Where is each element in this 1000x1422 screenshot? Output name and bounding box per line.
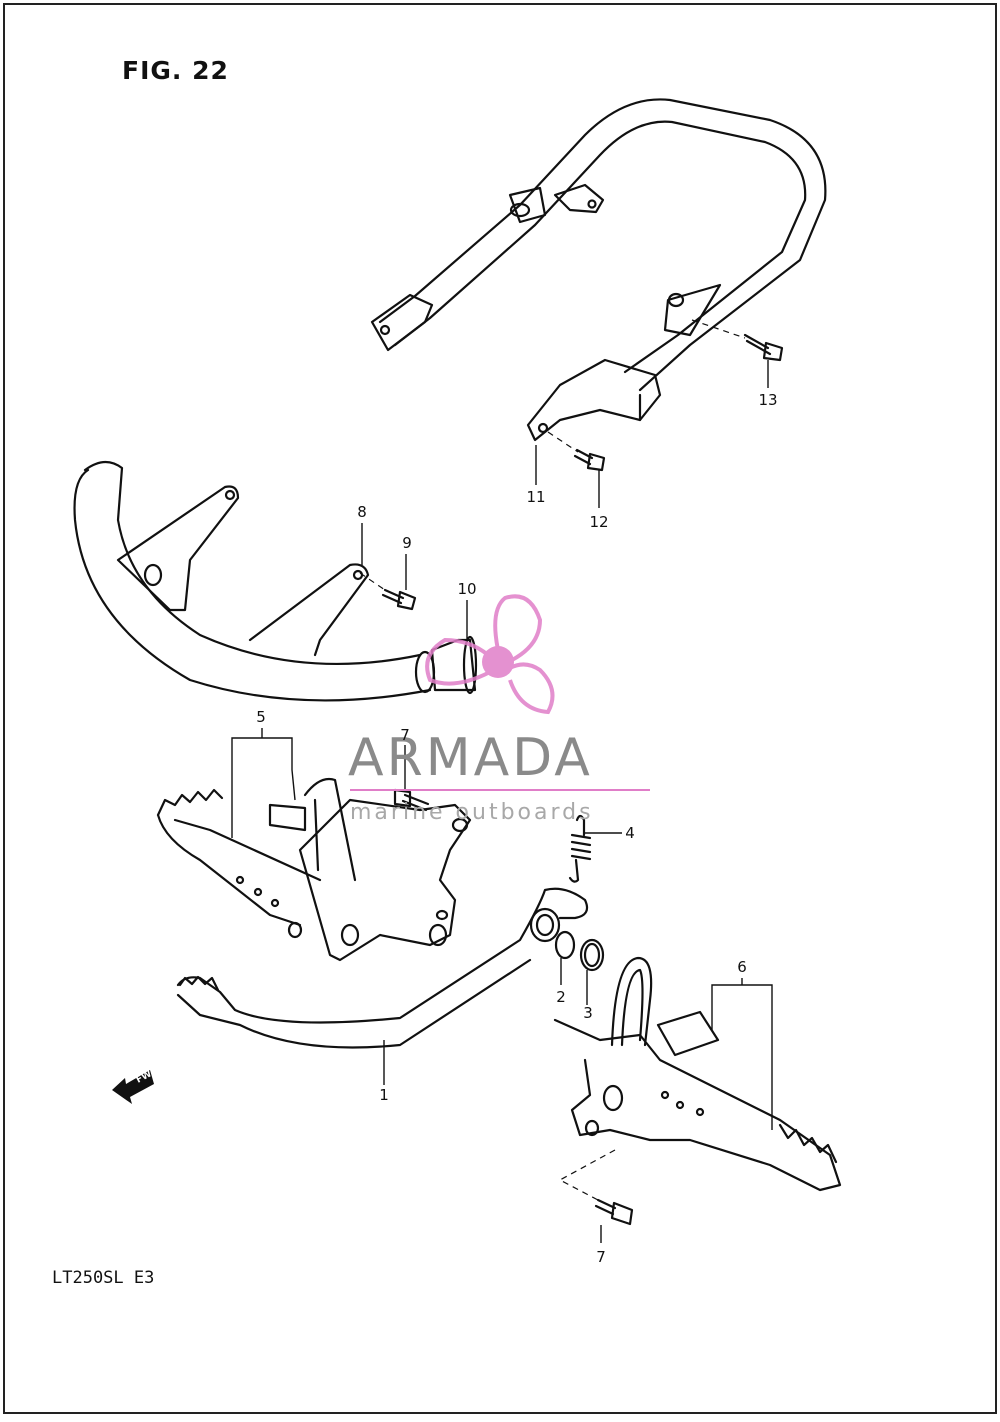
guide-line <box>691 319 746 339</box>
bolt-7-upper <box>393 788 430 812</box>
bolt-12 <box>573 448 606 472</box>
callout-11: 11 <box>526 488 546 506</box>
callout-3: 3 <box>583 1004 593 1022</box>
callout-9: 9 <box>402 534 412 552</box>
washer-2 <box>554 930 576 960</box>
guide-line <box>558 1149 616 1201</box>
callout-7-upper: 7 <box>400 726 410 744</box>
callout-5: 5 <box>256 708 266 726</box>
model-code: LT250SL E3 <box>52 1268 155 1288</box>
brake-pedal <box>176 887 589 1049</box>
watermark-tagline: marine outboards <box>350 800 594 825</box>
callout-2: 2 <box>556 988 566 1006</box>
guide-line <box>547 431 579 453</box>
rear-grab-bar <box>370 98 827 442</box>
figure-title: FIG. 22 <box>122 56 229 85</box>
bracket-leader-6 <box>711 978 773 1130</box>
callout-6: 6 <box>737 958 747 976</box>
callout-1: 1 <box>379 1086 389 1104</box>
front-bumper <box>73 460 436 702</box>
callout-7-lower: 7 <box>596 1248 606 1266</box>
propeller-logo-icon <box>425 594 555 715</box>
callout-10: 10 <box>457 580 477 598</box>
callout-12: 12 <box>589 513 609 531</box>
page-border <box>3 3 997 1414</box>
spring-4 <box>568 814 592 883</box>
bolt-7-lower <box>594 1198 634 1226</box>
right-footrest-assy <box>553 956 842 1192</box>
left-footrest-assy <box>156 777 472 962</box>
callout-4: 4 <box>625 824 635 842</box>
washer-3 <box>579 938 605 972</box>
guide-line <box>359 572 386 591</box>
callout-13: 13 <box>758 391 778 409</box>
fwd-arrow-icon <box>112 1070 154 1104</box>
bracket-leader-5 <box>231 728 296 838</box>
callout-8: 8 <box>357 503 367 521</box>
watermark-brand: ARMADA <box>348 728 593 788</box>
bolt-13 <box>743 333 784 362</box>
bolt-9 <box>381 588 417 611</box>
